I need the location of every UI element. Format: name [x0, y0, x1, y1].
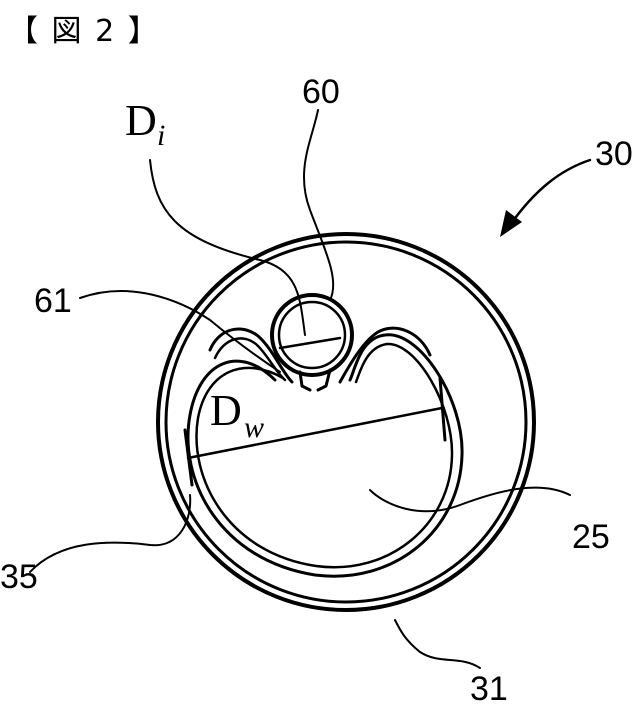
- label-35: 35: [0, 558, 38, 596]
- label-61: 61: [34, 282, 72, 320]
- label-25: 25: [572, 518, 610, 556]
- small-channel-ring-inner: [279, 302, 345, 368]
- label-31: 31: [470, 670, 508, 708]
- dim-line-inner: [280, 338, 340, 348]
- label-dim-inner-sub: i: [157, 119, 165, 152]
- leader-35: [30, 495, 190, 572]
- label-dim-outer-main: D: [210, 386, 242, 435]
- small-channel-ring: [272, 295, 352, 375]
- label-dim-inner-main: D: [125, 96, 157, 145]
- leader-31: [395, 620, 480, 668]
- label-30: 30: [595, 135, 633, 173]
- label-60: 60: [302, 73, 340, 111]
- leader-25: [370, 488, 570, 512]
- label-dim-outer-sub: w: [244, 411, 264, 444]
- inner-body-inner-wall: [196, 344, 452, 567]
- arrow-30-shaft: [510, 160, 590, 225]
- leader-60: [304, 110, 333, 300]
